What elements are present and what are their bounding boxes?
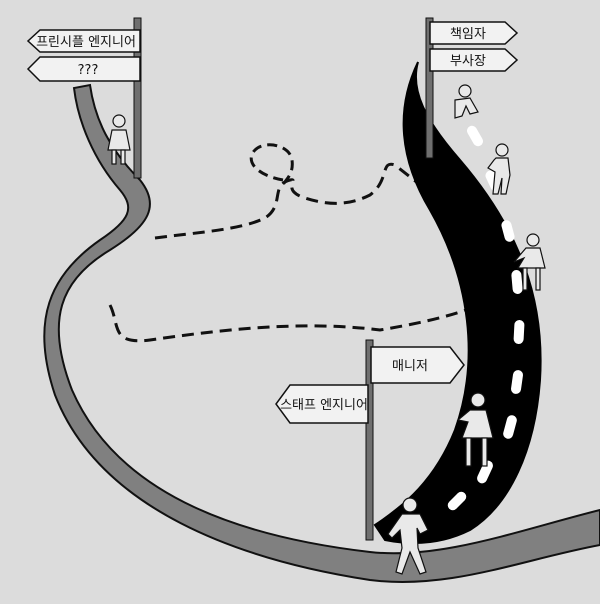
person-icon	[513, 233, 546, 291]
signpost-pole-center	[365, 339, 374, 541]
sign-staff-engineer[interactable]	[275, 384, 369, 424]
signpost-pole-left	[133, 17, 142, 179]
sign-lead[interactable]	[429, 21, 519, 45]
dashed-path-upper	[154, 162, 466, 240]
sign-principal-engineer-label: 프린시플 엔지니어	[36, 35, 136, 50]
sign-unknown-label: ???	[78, 63, 99, 78]
ic-road	[43, 83, 600, 583]
sign-unknown[interactable]	[26, 56, 141, 82]
person-icon	[487, 143, 511, 195]
person-icon	[107, 114, 131, 165]
sign-manager-label: 매니저	[392, 359, 428, 374]
sign-staff-engineer-label: 스태프 엔지니어	[280, 398, 368, 413]
person-icon	[454, 84, 479, 119]
sign-vp[interactable]	[429, 48, 519, 72]
management-road	[373, 61, 542, 544]
dashed-path-lower	[108, 298, 491, 343]
sign-manager[interactable]	[370, 346, 465, 384]
person-icon	[456, 392, 494, 467]
dashed-loop	[249, 143, 294, 186]
person-icon	[387, 497, 429, 575]
sign-principal-engineer[interactable]	[26, 29, 141, 53]
sign-lead-label: 책임자	[450, 27, 486, 42]
sign-vp-label: 부사장	[450, 54, 486, 69]
signpost-pole-right	[425, 17, 434, 159]
lane-dashes	[447, 125, 525, 511]
